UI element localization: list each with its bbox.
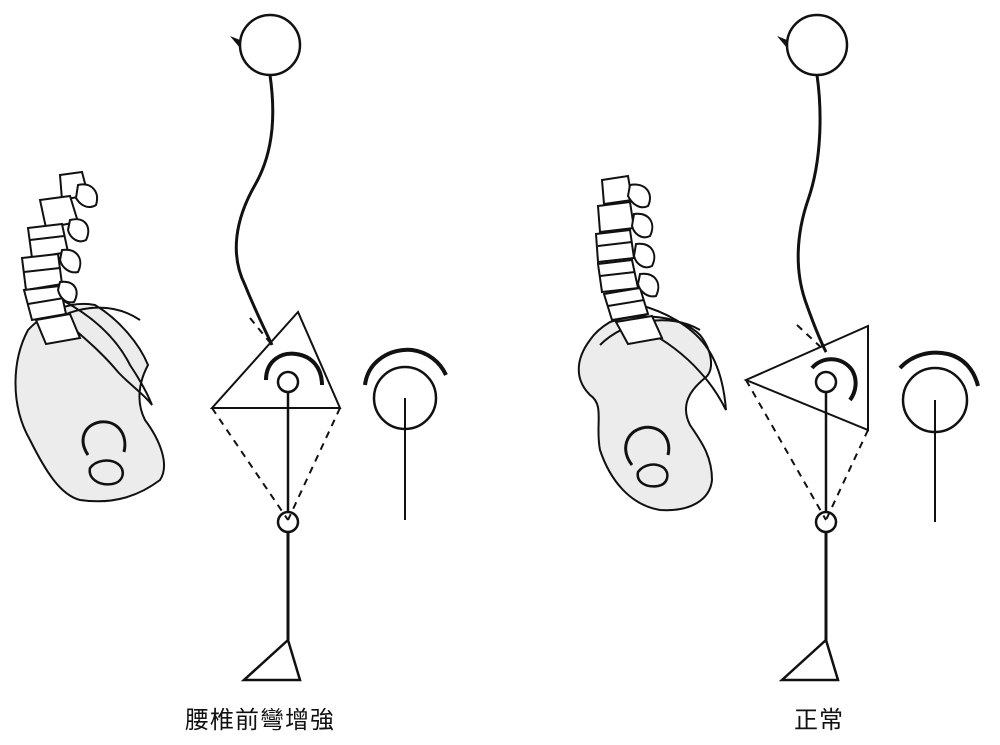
right-knee-joint: [814, 510, 838, 534]
right-head: [785, 13, 849, 77]
caption-normal: 正常: [794, 706, 844, 734]
left-stick-figure: [209, 13, 342, 682]
right-stick-figure: [743, 13, 869, 682]
left-obturator-foramen: [88, 459, 125, 486]
left-spine-pelvis-illustration: [14, 170, 165, 503]
right-hip-joint: [814, 370, 838, 394]
right-sacrum: [639, 304, 727, 411]
left-knee-joint: [276, 510, 300, 534]
left-head: [238, 13, 302, 77]
right-pelvis-outline: [577, 315, 714, 512]
right-panel: [577, 13, 980, 682]
left-nose: [230, 36, 240, 48]
left-sacrum: [61, 299, 153, 406]
left-pelvis-triangle: [209, 310, 342, 409]
right-spine-curve: [796, 74, 828, 353]
right-acetabulum: [624, 425, 671, 466]
left-dashed-guides: [211, 317, 341, 521]
left-acetabulum: [81, 420, 127, 456]
right-foot: [778, 637, 840, 682]
right-pelvis-triangle: [743, 324, 869, 432]
right-hip-rotation-arc: [810, 357, 858, 402]
right-spine-pelvis-illustration: [577, 174, 727, 512]
left-hip-rotation-arc: [264, 351, 324, 386]
left-hip-indicator: [363, 347, 448, 520]
left-spine-curve: [234, 74, 275, 346]
right-dashed-guides: [745, 324, 869, 521]
left-hip-joint: [276, 370, 300, 394]
right-spinous-processes: [626, 183, 660, 298]
caption-lordosis: 腰椎前彎增強: [185, 706, 335, 734]
left-foot: [240, 637, 302, 682]
right-obturator-foramen: [636, 463, 669, 488]
left-panel: [14, 13, 448, 682]
right-nose: [777, 36, 787, 48]
left-spinous-processes: [56, 183, 98, 304]
right-hip-indicator: [898, 350, 980, 522]
left-lumbar-vertebrae: [20, 170, 90, 346]
left-pelvis-outline: [14, 302, 165, 503]
